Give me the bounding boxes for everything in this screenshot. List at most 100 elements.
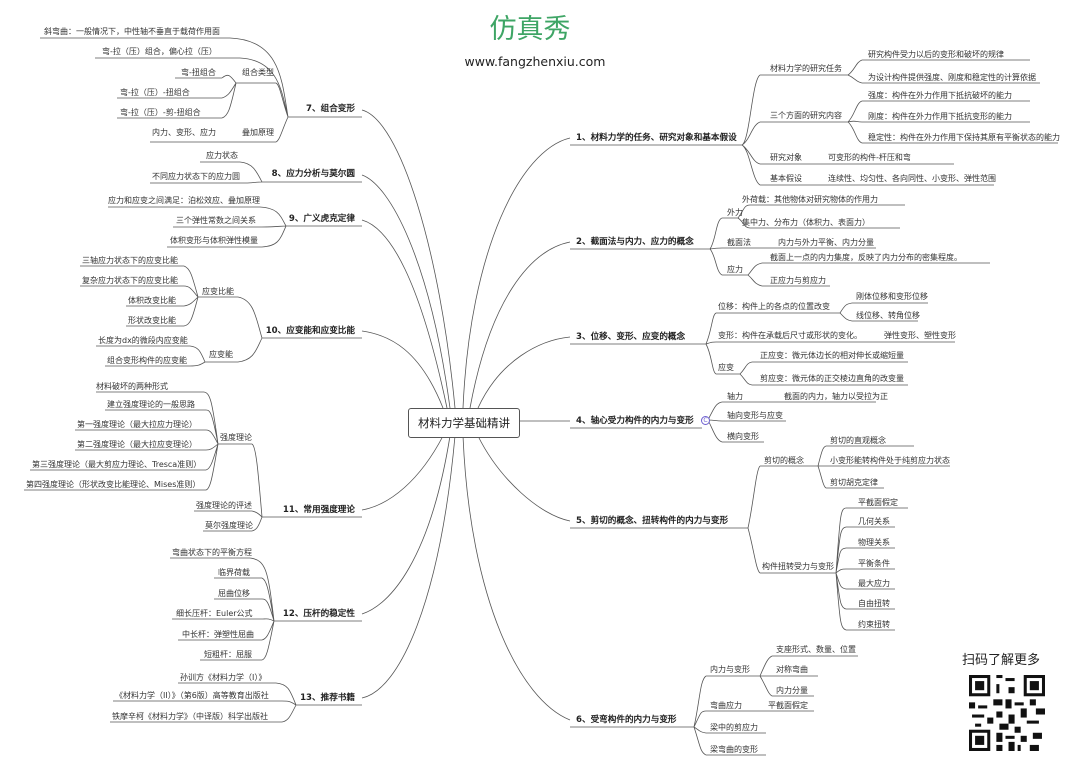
b7-oblique: 斜弯曲：一般情况下，中性轴不垂直于载荷作用面 — [44, 27, 220, 36]
root-node[interactable]: 材料力学基础精讲 — [408, 408, 520, 438]
link-root-b12 — [361, 435, 451, 615]
qr-code-icon[interactable] — [969, 675, 1045, 751]
b1-aspects: 三个方面的研究内容 — [770, 111, 842, 120]
b7-combo1: 弯-扭组合 — [181, 68, 216, 77]
b2-stress2: 正应力与剪应力 — [770, 276, 826, 285]
b9-p3: 体积变形与体积弹性模量 — [170, 236, 258, 245]
b11-item: 第三强度理论（最大剪应力理论、Tresca准则） — [32, 460, 202, 469]
b2-sec: 截面法 — [727, 238, 751, 247]
b6-inner2: 对称弯曲 — [776, 665, 808, 674]
b1-tasks: 材料力学的研究任务 — [770, 64, 842, 73]
link-root-b5 — [477, 435, 571, 522]
b13-p3: 铁摩辛柯《材料力学》（中译版）科学出版社 — [112, 712, 268, 721]
link-root-b1 — [462, 137, 571, 409]
b4-long: 轴向变形与应变 — [727, 411, 783, 420]
link-root-b7 — [361, 109, 456, 409]
b10-ratio: 应变比能 — [202, 287, 234, 296]
branch-10-title[interactable]: 10、应变能和应变比能 — [265, 326, 355, 336]
b6-inner3: 内力分量 — [776, 686, 808, 695]
b11-item: 建立强度理论的一般思路 — [107, 400, 195, 409]
b5-torsion-item: 几何关系 — [858, 517, 890, 526]
b3-disp2: 线位移、转角位移 — [856, 311, 920, 320]
b7-combo3: 弯-拉（压）-剪-扭组合 — [120, 108, 201, 117]
b1-object-value: 可变形的构件-杆压和弯 — [828, 153, 911, 162]
b7-super: 叠加原理 — [242, 128, 274, 137]
b12-p5: 短粗杆：屈服 — [204, 650, 252, 659]
branch-5-title[interactable]: 5、剪切的概念、扭转构件的内力与变形 — [576, 516, 729, 526]
site-url[interactable]: www.fangzhenxiu.com — [464, 54, 606, 69]
b2-sec-value: 内力与外力平衡、内力分量 — [778, 238, 874, 247]
b2-ext2: 集中力、分布力（体积力、表面力） — [742, 218, 870, 227]
b4-trans: 横向变形 — [727, 432, 759, 441]
b12-p4: 中长杆：弹塑性屈曲 — [182, 630, 254, 639]
b10-r2: 复杂应力状态下的应变比能 — [82, 276, 178, 285]
b2-ext1: 外荷载：其他物体对研究物体的作用力 — [742, 195, 878, 204]
b6-bend: 弯曲应力 — [710, 701, 742, 710]
b3-disp: 位移：构件上的各点的位置改变 — [718, 302, 830, 311]
branch-11-title[interactable]: 11、常用强度理论 — [282, 505, 355, 515]
b11-eval: 强度理论的评述 — [196, 501, 252, 510]
b11-item: 第二强度理论（最大拉应变理论） — [77, 440, 197, 449]
b7-combo: 组合类型 — [242, 68, 274, 77]
b1-assume: 基本假设 — [770, 174, 802, 183]
b5-torsion-item: 平截面假定 — [858, 498, 898, 507]
branch-6-title[interactable]: 6、受弯构件的内力与变形 — [576, 715, 677, 725]
b7-o2: 弯-拉（压）组合，偏心拉（压） — [102, 47, 217, 56]
b5-torsion-item: 约束扭转 — [858, 620, 890, 629]
b1-task2: 为设计构件提供强度、刚度和稳定性的计算依据 — [868, 73, 1036, 82]
b12-p3: 细长压杆：Euler公式 — [176, 609, 253, 618]
b11-theory: 强度理论 — [220, 433, 252, 442]
b7-super-value: 内力、变形、应力 — [152, 128, 216, 137]
b4-axial-value: 截面的内力，轴力以受拉为正 — [784, 392, 888, 401]
b7-combo2: 弯-拉（压）-扭组合 — [120, 88, 190, 97]
b11-item: 第四强度理论（形状改变比能理论、Mises准则） — [26, 480, 201, 489]
b9-p2: 三个弹性常数之间关系 — [176, 216, 256, 225]
b10-energy: 应变能 — [209, 350, 233, 359]
b9-p1: 应力和应变之间满足：泊松效应、叠加原理 — [108, 196, 260, 205]
b5-torsion-item: 最大应力 — [858, 579, 890, 588]
b8-p2: 不同应力状态下的应力圆 — [152, 172, 240, 181]
b6-beam-shear: 梁中的剪应力 — [710, 723, 758, 732]
b3-strain1: 正应变：微元体边长的相对伸长或缩短量 — [760, 351, 904, 360]
link-root-b9 — [361, 219, 448, 409]
b12-p0: 弯曲状态下的平衡方程 — [172, 548, 252, 557]
link-root-b13 — [361, 435, 456, 699]
branch-8-title[interactable]: 8、应力分析与莫尔圆 — [271, 169, 355, 179]
b5-shear2: 小变形能转构件处于纯剪应力状态 — [830, 456, 950, 465]
branch-1-title[interactable]: 1、材料力学的任务、研究对象和基本假设 — [576, 133, 737, 143]
b11-mohr: 莫尔强度理论 — [205, 521, 253, 530]
b3-def-value: 弹性变形、塑性变形 — [884, 331, 956, 340]
b11-item: 第一强度理论（最大拉应力理论） — [77, 420, 197, 429]
branch-9-title[interactable]: 9、广义虎克定律 — [288, 214, 355, 224]
b1-aspect1: 强度：构件在外力作用下抵抗破坏的能力 — [868, 91, 1012, 100]
b1-assume-value: 连续性、均匀性、各向同性、小变形、弹性范围 — [828, 174, 996, 183]
b10-r1: 三轴应力状态下的应变比能 — [82, 256, 178, 265]
branch-12-title[interactable]: 12、压杆的稳定性 — [282, 609, 355, 619]
b5-torsion-item: 物理关系 — [858, 538, 890, 547]
b13-p1: 孙训方《材料力学（I）》 — [180, 673, 267, 682]
link-root-b8 — [361, 174, 451, 409]
b10-r4: 形状改变比能 — [128, 316, 176, 325]
branch-7-title[interactable]: 7、组合变形 — [306, 104, 355, 114]
b1-aspect3: 稳定性：构件在外力作用下保持其原有平衡状态的能力 — [868, 133, 1060, 142]
b5-shear3: 剪切胡克定律 — [830, 478, 878, 487]
b5-shear1: 剪切的直观概念 — [830, 436, 886, 445]
b10-e1: 长度为dx的微段内应变能 — [98, 336, 188, 345]
collapse-toggle-icon[interactable]: C — [701, 416, 710, 425]
branch-2-title[interactable]: 2、截面法与内力、应力的概念 — [576, 237, 694, 247]
b4-axial: 轴力 — [727, 392, 743, 401]
b6-beam-def: 梁弯曲的变形 — [710, 745, 758, 754]
b1-task1: 研究构件受力以后的变形和破坏的规律 — [868, 50, 1004, 59]
b8-p1: 应力状态 — [206, 151, 238, 160]
link-root-b2 — [469, 241, 571, 409]
link-root-b3 — [477, 336, 571, 409]
branch-4-title[interactable]: 4、轴心受力构件的内力与变形 — [576, 416, 694, 426]
b3-strain: 应变 — [718, 363, 734, 372]
b3-disp1: 刚体位移和变形位移 — [856, 292, 928, 301]
b1-object: 研究对象 — [770, 153, 802, 162]
branch-3-title[interactable]: 3、位移、变形、应变的概念 — [576, 332, 686, 342]
link-root-b10 — [361, 330, 444, 409]
branch-13-title[interactable]: 13、推荐书籍 — [300, 693, 355, 703]
b12-p1: 临界荷载 — [218, 568, 250, 577]
link-root-b6 — [462, 435, 571, 721]
